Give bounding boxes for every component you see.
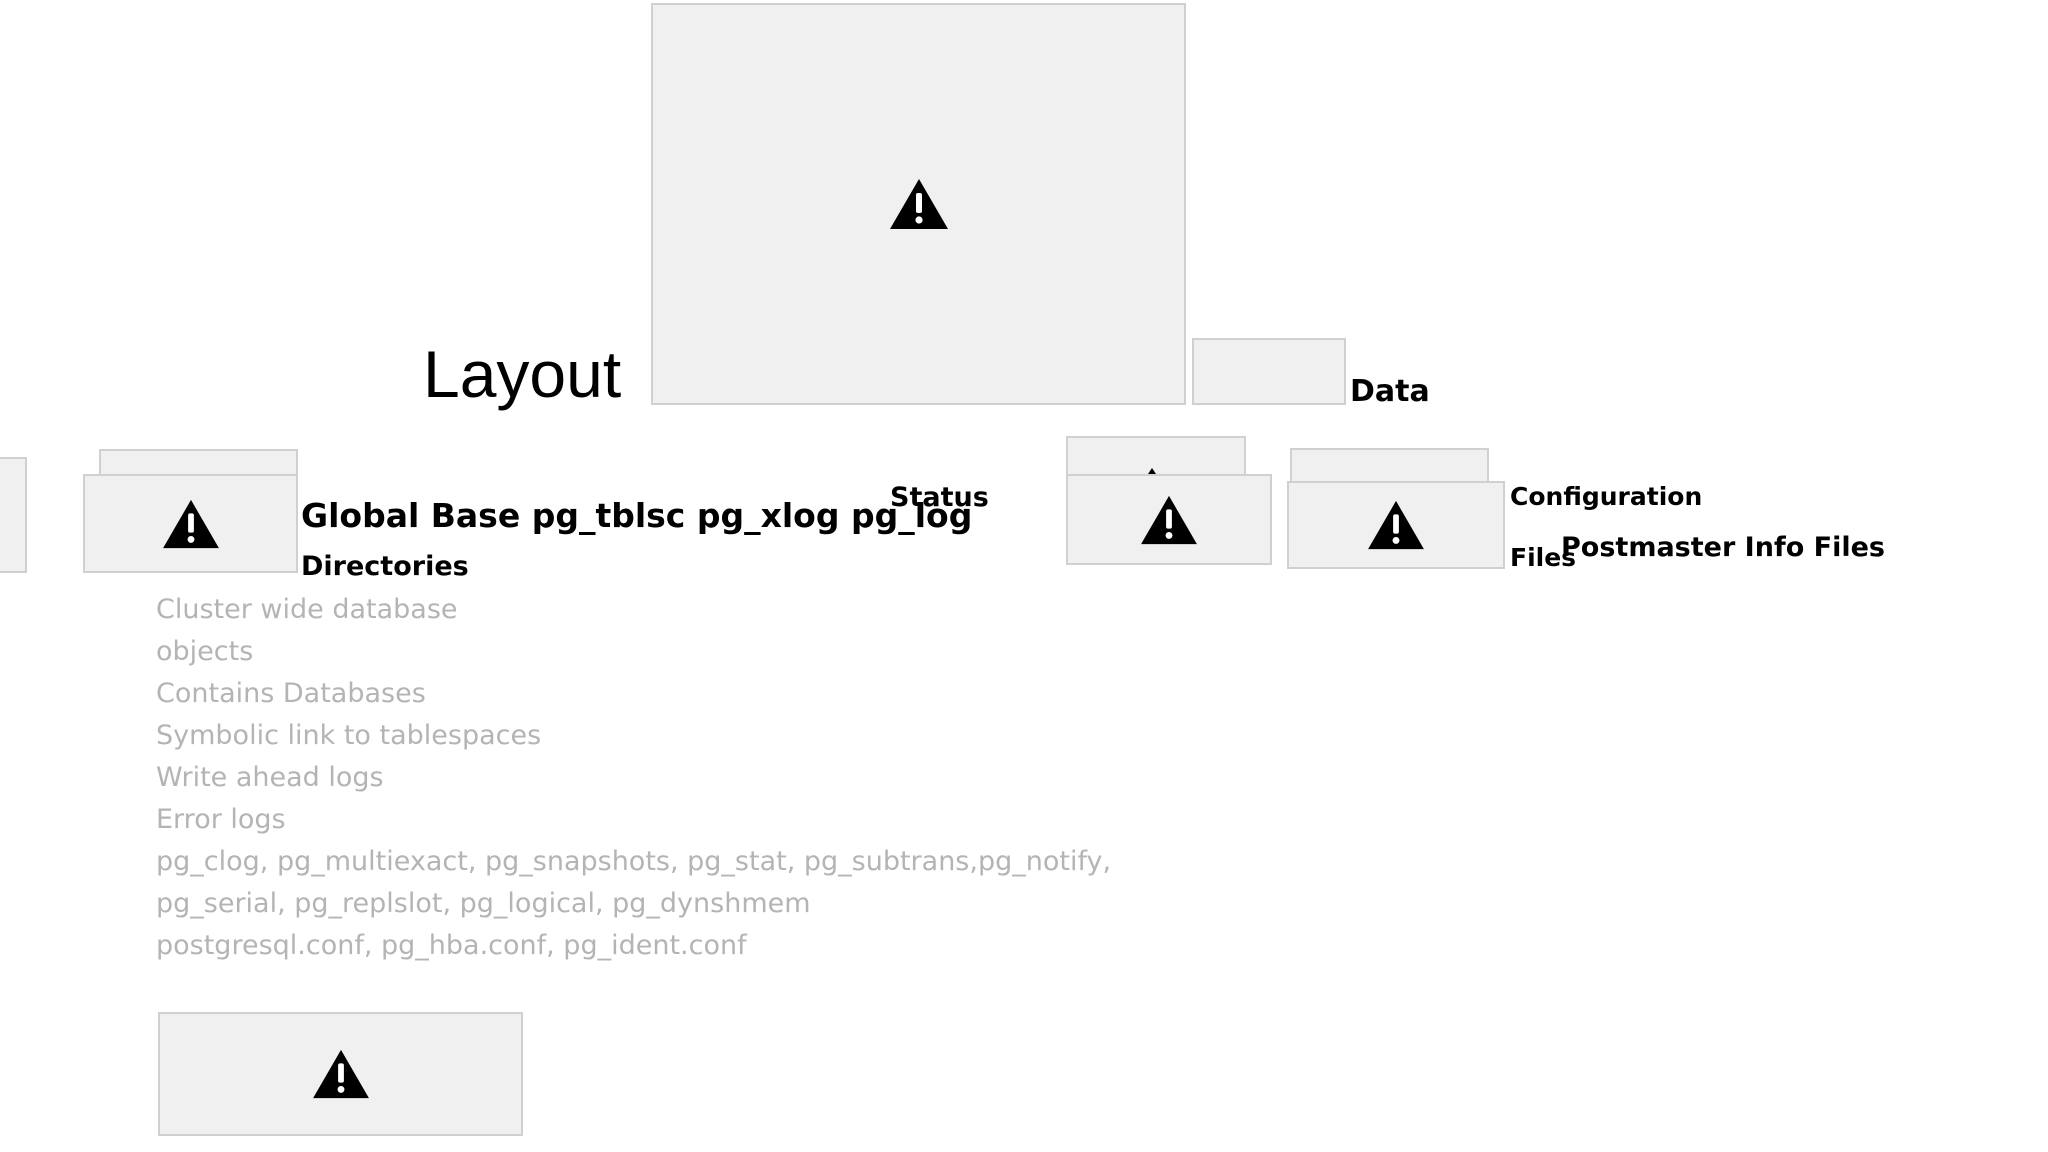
- description-item: Symbolic link to tablespaces: [156, 720, 542, 751]
- description-list: Cluster wide database objects Contains D…: [156, 589, 1111, 967]
- description-item: pg_clog, pg_multiexact, pg_snapshots, pg…: [156, 846, 1112, 877]
- directories-label: Directories: [301, 551, 469, 582]
- broken-image-middle: [1066, 474, 1272, 565]
- description-item: Contains Databases: [156, 678, 426, 709]
- description-item: Write ahead logs: [156, 762, 384, 793]
- configuration-label: Configuration: [1510, 482, 1703, 511]
- broken-image-left: [83, 474, 298, 573]
- warning-icon: [1139, 494, 1199, 546]
- broken-image-main: [651, 3, 1186, 405]
- description-item: objects: [156, 636, 254, 667]
- status-label: Status: [890, 482, 989, 513]
- files-label: Files: [1510, 543, 1577, 572]
- slide-title: Layout: [423, 337, 622, 411]
- warning-icon-partial: [1148, 468, 1156, 474]
- broken-image-back-middle: [1066, 436, 1246, 478]
- data-heading: Data: [1350, 374, 1430, 409]
- description-item: postgresql.conf, pg_hba.conf, pg_ident.c…: [156, 930, 747, 961]
- broken-image-bottom: [158, 1012, 523, 1136]
- warning-icon: [161, 498, 221, 550]
- description-item: Cluster wide database: [156, 594, 458, 625]
- description-item: pg_serial, pg_replslot, pg_logical, pg_d…: [156, 888, 811, 919]
- warning-icon: [1366, 499, 1426, 551]
- directories-heading: Global Base pg_tblsc pg_xlog pg_log: [301, 496, 973, 535]
- description-item: Error logs: [156, 804, 286, 835]
- warning-icon: [311, 1048, 371, 1100]
- postmaster-label: Postmaster Info Files: [1561, 532, 1885, 563]
- broken-image-right: [1287, 481, 1505, 569]
- broken-image-small: [1192, 338, 1346, 405]
- broken-image-edge: [0, 457, 27, 573]
- warning-icon: [888, 177, 950, 231]
